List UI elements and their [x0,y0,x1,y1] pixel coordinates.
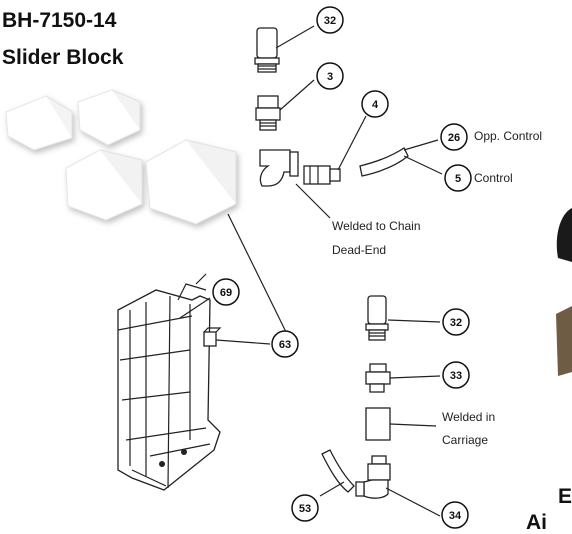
svg-text:5: 5 [455,173,461,185]
callout-53: 53 [291,494,319,522]
control-tube [359,147,409,177]
label-welded-chain-line2: Dead-End [332,243,386,257]
right-edge-text-1: E [558,485,572,508]
right-photo-fragment [556,208,572,376]
slider-block-2 [77,89,141,146]
label-control: Control [474,171,513,185]
svg-text:33: 33 [450,370,462,382]
callout-33: 33 [442,361,470,389]
part-number-title: BH-7150-14 [2,9,117,32]
fitting-33 [365,363,391,393]
callout-34: 34 [441,501,469,529]
fitting-34-elbow [355,455,391,499]
callout-4: 4 [361,90,389,118]
fitting-4-elbow [259,149,341,187]
fitting-3 [255,95,281,131]
svg-text:69: 69 [220,287,232,299]
callout-26: 26 [440,123,468,151]
callout-32-bottom: 32 [442,308,470,336]
leader-34 [385,487,441,517]
label-opp-control: Opp. Control [474,129,542,143]
label-welded-carriage-line2: Carriage [442,433,488,447]
callout-63: 63 [271,330,299,358]
part-name-title: Slider Block [2,46,124,69]
label-welded-chain-line1: Welded to Chain [332,219,421,233]
svg-text:63: 63 [279,339,291,351]
leader-26 [403,139,439,151]
slider-blocks-image [5,89,237,225]
leader-69 [179,297,211,319]
leader-5 [403,155,443,175]
slider-block-1 [5,95,73,151]
callout-3: 3 [316,62,344,90]
leader-33 [389,375,441,379]
callout-69: 69 [212,278,240,306]
svg-text:26: 26 [448,132,460,144]
right-edge-text-2: Ai [526,511,547,534]
leader-53 [319,481,345,497]
fitting-32-top [254,27,280,73]
leader-welded-chain [295,183,331,219]
leader-32-bottom [387,319,441,323]
leader-63-photo [227,213,287,333]
callout-32-top: 32 [316,6,344,34]
hose-53 [321,449,355,493]
leader-32-top [275,25,315,49]
slider-block-3 [65,149,143,221]
callout-5: 5 [444,164,472,192]
leader-4 [337,115,367,171]
svg-text:53: 53 [299,503,311,515]
fitting-32-bottom [365,295,389,341]
slider-block-4 [145,139,237,225]
svg-text:32: 32 [324,15,336,27]
svg-text:32: 32 [450,317,462,329]
svg-text:4: 4 [372,99,379,111]
leader-welded-carriage [389,423,437,427]
leader-3 [279,79,315,111]
carriage-tube [365,407,391,441]
carriage-frame [117,273,221,491]
svg-text:34: 34 [449,510,462,522]
slider-small [203,327,222,347]
svg-text:3: 3 [327,71,333,83]
label-welded-carriage-line1: Welded in [442,410,495,424]
leader-63-left [215,339,271,345]
